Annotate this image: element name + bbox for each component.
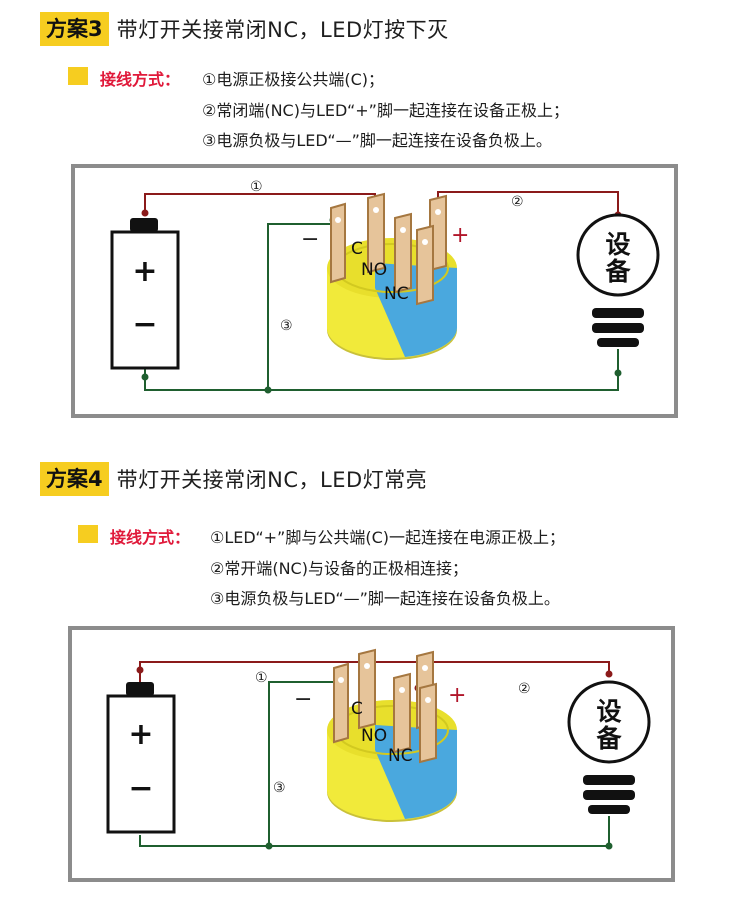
switch-label-nc: NC xyxy=(384,284,409,304)
scheme-4-line-2: ②常开端(NC)与设备的正极相连接； xyxy=(210,559,468,578)
battery-minus-label: − xyxy=(128,771,153,806)
scheme-3-line-3: ③电源负极与LED“—”脚一起连接在设备负极上。 xyxy=(202,131,552,150)
scheme-3-wiring-diagram: + − xyxy=(110,179,660,394)
scheme-4-diagram-panel: + − xyxy=(68,626,675,882)
wire-2-red xyxy=(437,191,619,215)
battery-plus-label: + xyxy=(128,717,153,752)
junction-dot xyxy=(605,842,613,850)
junction-dot xyxy=(605,670,613,678)
battery: + − xyxy=(106,682,176,834)
device-label-top: 设 xyxy=(596,697,621,726)
wire-label-1: ① xyxy=(250,179,263,195)
wire-label-3: ③ xyxy=(280,318,293,334)
junction-dot xyxy=(265,842,273,850)
switch-label-no: NO xyxy=(361,726,387,746)
scheme-4-line-3: ③电源负极与LED“—”脚一起连接在设备负极上。 xyxy=(210,589,560,608)
battery-plus-label: + xyxy=(132,254,157,289)
led-minus-label: − xyxy=(301,227,319,252)
junction-dot xyxy=(264,386,272,394)
push-switch: C NO NC xyxy=(327,648,457,822)
scheme-3-wiring-label: 接线方式： xyxy=(100,70,181,89)
junction-dot xyxy=(141,209,149,217)
scheme-4-tag: 方案4 xyxy=(40,462,109,496)
led-plus-label: + xyxy=(451,223,469,248)
junction-dot xyxy=(141,373,149,381)
device-lamp: 设 备 xyxy=(567,680,651,814)
scheme-3-diagram-panel: + − xyxy=(71,164,678,418)
wire-label-2: ② xyxy=(518,681,531,697)
scheme-4-line-1: ①LED“+”脚与公共端(C)一起连接在电源正极上； xyxy=(210,528,565,547)
scheme-3-line-1: ①电源正极接公共端(C)； xyxy=(202,70,385,89)
scheme-4-title: 带灯开关接常闭NC，LED灯常亮 xyxy=(116,468,428,492)
led-minus-label: − xyxy=(294,687,312,712)
scheme-3-title: 带灯开关接常闭NC，LED灯按下灭 xyxy=(116,18,449,42)
junction-dot xyxy=(614,369,622,377)
push-switch: C NO NC xyxy=(327,192,457,360)
battery: + − xyxy=(110,218,180,370)
wire-label-2: ② xyxy=(511,194,524,210)
scheme-4-header: 方案4 带灯开关接常闭NC，LED灯常亮 xyxy=(40,462,427,496)
device-label-bottom: 备 xyxy=(604,257,631,286)
switch-label-no: NO xyxy=(361,260,387,280)
switch-label-nc: NC xyxy=(388,746,413,766)
battery-minus-label: − xyxy=(132,307,157,342)
junction-dot xyxy=(136,666,144,674)
scheme-4-wiring-label: 接线方式： xyxy=(110,528,191,547)
scheme-4-bullet-square xyxy=(78,525,98,543)
device-label-bottom: 备 xyxy=(595,724,622,753)
wire-label-3: ③ xyxy=(273,780,286,796)
wire-label-1: ① xyxy=(255,670,268,686)
device-lamp: 设 备 xyxy=(576,213,660,347)
wire-3-green xyxy=(139,816,610,847)
led-plus-label: + xyxy=(448,683,466,708)
scheme-3-header: 方案3 带灯开关接常闭NC，LED灯按下灭 xyxy=(40,12,449,46)
switch-label-c: C xyxy=(351,239,363,259)
scheme-3-bullet-square xyxy=(68,67,88,85)
scheme-3-line-2: ②常闭端(NC)与LED“+”脚一起连接在设备正极上； xyxy=(202,101,569,120)
device-label-top: 设 xyxy=(605,230,630,259)
switch-label-c: C xyxy=(351,699,363,719)
scheme-4-wiring-diagram: + − xyxy=(106,648,651,850)
scheme-3-tag: 方案3 xyxy=(40,12,109,46)
